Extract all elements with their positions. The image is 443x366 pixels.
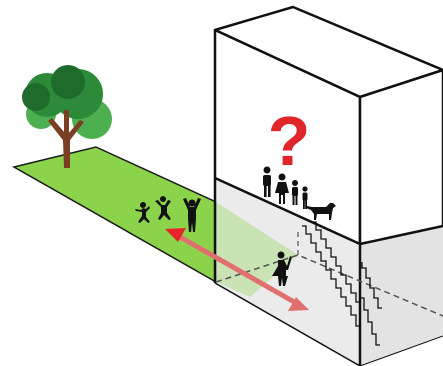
ground-floor-side (360, 226, 443, 366)
ground-front-bottom (214, 282, 361, 366)
walking-person-icon (272, 251, 292, 286)
tree-icon (22, 65, 112, 168)
dog-icon (306, 203, 336, 220)
ground-side-bottom (359, 335, 443, 366)
question-mark-icon: ? (268, 102, 311, 180)
child-playing-icon (135, 202, 150, 223)
adult-arms-raised-icon (183, 198, 201, 232)
lawn-area (11, 146, 217, 284)
ground-floor-front (215, 178, 360, 366)
hidden-edges (215, 254, 443, 317)
child-playing-icon (155, 196, 171, 220)
double-arrow-icon (165, 228, 309, 311)
lawn-under-building (216, 202, 298, 297)
building-upper-side (358, 68, 443, 246)
staircase-icon (302, 221, 382, 346)
family-icon (263, 166, 308, 209)
